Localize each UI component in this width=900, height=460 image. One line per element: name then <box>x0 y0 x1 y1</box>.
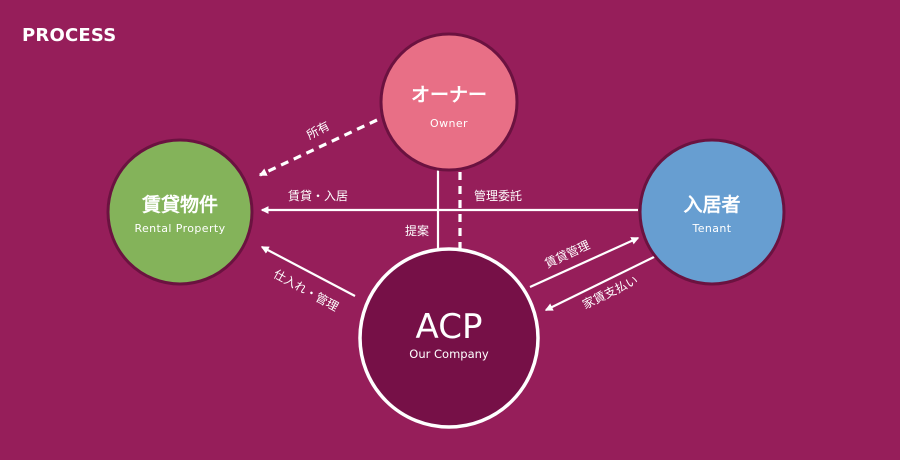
owner-node: オーナー Owner <box>379 32 519 172</box>
rent-management-arrow <box>529 236 640 289</box>
owner-title: オーナー <box>411 84 487 106</box>
property-subtitle: Rental Property <box>134 222 225 235</box>
owner-circle <box>379 32 519 172</box>
management-commission-label: 管理委託 <box>474 188 522 203</box>
rent-payment-arrow <box>544 255 657 311</box>
property-node: 賃貸物件 Rental Property <box>106 138 254 286</box>
owner-subtitle: Owner <box>430 117 468 130</box>
rent-move-in-label: 賃貸・入居 <box>288 188 348 203</box>
procurement-management-arrow <box>260 246 356 297</box>
company-circle <box>358 247 540 429</box>
tenant-subtitle: Tenant <box>691 222 731 235</box>
rent-management-label: 賃貸管理 <box>542 237 592 271</box>
ownership-arrow <box>258 118 378 177</box>
page-title: PROCESS <box>22 25 117 46</box>
company-title: ACP <box>416 307 483 347</box>
property-circle <box>106 138 254 286</box>
property-title: 賃貸物件 <box>141 193 218 216</box>
procurement-management-label: 仕入れ・管理 <box>271 266 341 314</box>
company-subtitle: Our Company <box>409 347 489 361</box>
tenant-node: 入居者 Tenant <box>638 138 786 286</box>
proposal-label: 提案 <box>405 223 429 238</box>
company-node: ACP Our Company <box>358 247 540 429</box>
tenant-title: 入居者 <box>683 194 740 216</box>
tenant-circle <box>638 138 786 286</box>
ownership-label: 所有 <box>304 119 332 143</box>
